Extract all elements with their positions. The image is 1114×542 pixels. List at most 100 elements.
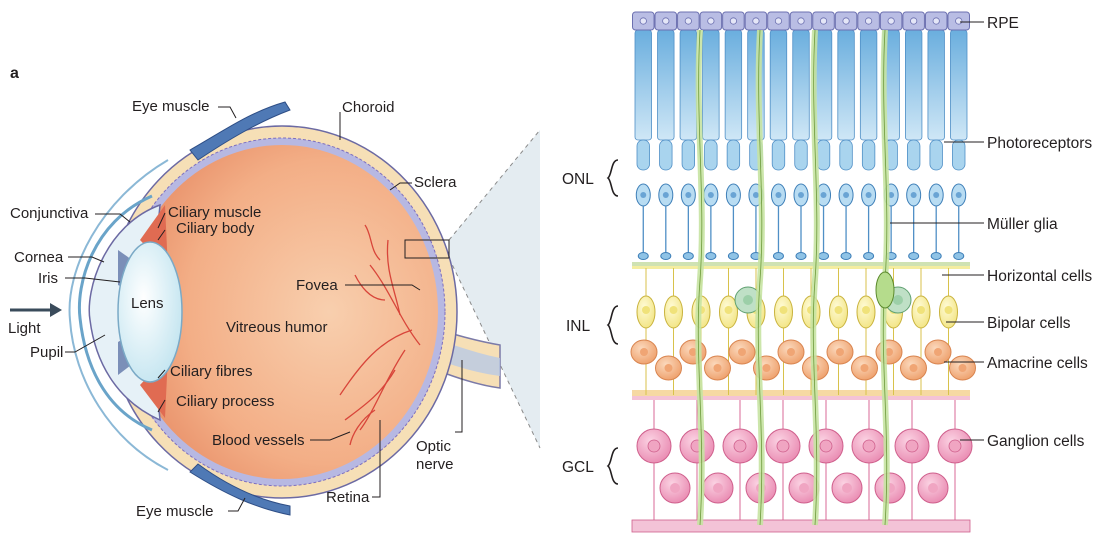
amacrine-nucleus bbox=[934, 348, 942, 356]
amacrine-nucleus bbox=[665, 364, 673, 372]
photoreceptor-inner-segment bbox=[660, 140, 673, 170]
photoreceptor-inner-segment bbox=[772, 140, 785, 170]
photoreceptor-outer-segment bbox=[658, 30, 675, 140]
label-photoreceptors: Photoreceptors bbox=[987, 135, 1092, 152]
zoom-cone bbox=[449, 130, 540, 448]
photoreceptor-inner-segment bbox=[682, 140, 695, 170]
photoreceptor-outer-segment bbox=[838, 30, 855, 140]
label-conjunctiva: Conjunctiva bbox=[10, 205, 89, 222]
label-retina: Retina bbox=[326, 489, 370, 506]
label-eye-muscle-top: Eye muscle bbox=[132, 98, 210, 115]
bipolar-nucleus bbox=[780, 306, 788, 314]
label-iris: Iris bbox=[38, 270, 58, 287]
lens bbox=[118, 242, 182, 382]
photoreceptor-nucleolus bbox=[663, 192, 669, 198]
photoreceptor-terminal bbox=[909, 253, 919, 260]
photoreceptor-outer-segment bbox=[815, 30, 832, 140]
label-sclera: Sclera bbox=[414, 174, 457, 191]
photoreceptor-nucleolus bbox=[640, 192, 646, 198]
photoreceptor-nucleolus bbox=[933, 192, 939, 198]
label-choroid: Choroid bbox=[342, 99, 395, 116]
ganglion-nucleus bbox=[648, 440, 660, 452]
label-ganglion-cells: Ganglion cells bbox=[987, 433, 1085, 450]
amacrine-nucleus bbox=[714, 364, 722, 372]
label-horizontal-cells: Horizontal cells bbox=[987, 268, 1092, 285]
bipolar-nucleus bbox=[862, 306, 870, 314]
photoreceptor-nucleolus bbox=[753, 192, 759, 198]
outer-plexiform-yellow bbox=[632, 266, 970, 269]
label-lens: Lens bbox=[131, 295, 164, 312]
retina-layers: ONL INL GCL RPE Photoreceptors Müller gl… bbox=[562, 10, 1092, 532]
photoreceptor-nucleolus bbox=[708, 192, 714, 198]
amacrine-nucleus bbox=[763, 364, 771, 372]
photoreceptor-nucleolus bbox=[866, 192, 872, 198]
panel-label: a bbox=[10, 65, 19, 82]
layer-braces bbox=[608, 160, 618, 484]
ganglion-nucleus bbox=[777, 440, 789, 452]
ganglion-nucleus bbox=[928, 483, 938, 493]
photoreceptor-inner-segment bbox=[705, 140, 718, 170]
ganglion-nucleus bbox=[670, 483, 680, 493]
bipolar-nucleus bbox=[917, 306, 925, 314]
retina-cell-art bbox=[631, 10, 976, 532]
label-ciliary-body: Ciliary body bbox=[176, 220, 255, 237]
photoreceptor-outer-segment bbox=[680, 30, 697, 140]
label-ciliary-fibres: Ciliary fibres bbox=[170, 363, 253, 380]
rpe-nucleus bbox=[888, 18, 894, 24]
ganglion-nucleus bbox=[820, 440, 832, 452]
horizontal-cell-nucleus bbox=[893, 295, 903, 305]
label-muller-glia: Müller glia bbox=[987, 216, 1058, 233]
rpe-nucleus bbox=[843, 18, 849, 24]
ganglion-nucleus bbox=[734, 440, 746, 452]
label-cornea: Cornea bbox=[14, 249, 64, 266]
ganglion-nucleus bbox=[713, 483, 723, 493]
photoreceptor-outer-segment bbox=[725, 30, 742, 140]
label-pupil: Pupil bbox=[30, 344, 63, 361]
label-optic-nerve-line1: Optic bbox=[416, 438, 452, 455]
horizontal-cell-nucleus bbox=[743, 295, 753, 305]
photoreceptor-terminal bbox=[819, 253, 829, 260]
photoreceptor-outer-segment bbox=[770, 30, 787, 140]
photoreceptor-outer-segment bbox=[860, 30, 877, 140]
photoreceptor-terminal bbox=[638, 253, 648, 260]
photoreceptor-outer-segment bbox=[635, 30, 652, 140]
amacrine-nucleus bbox=[861, 364, 869, 372]
label-vitreous-humor: Vitreous humor bbox=[226, 319, 327, 336]
photoreceptor-terminal bbox=[931, 253, 941, 260]
amacrine-nucleus bbox=[836, 348, 844, 356]
label-amacrine-cells: Amacrine cells bbox=[987, 355, 1088, 372]
ganglion-nucleus bbox=[799, 483, 809, 493]
amacrine-nucleus bbox=[910, 364, 918, 372]
rpe-nucleus bbox=[865, 18, 871, 24]
amacrine-nucleus bbox=[959, 364, 967, 372]
bipolar-nucleus bbox=[945, 306, 953, 314]
rpe-nucleus bbox=[956, 18, 962, 24]
label-fovea: Fovea bbox=[296, 277, 338, 294]
photoreceptor-outer-segment bbox=[905, 30, 922, 140]
light-arrow bbox=[10, 303, 62, 317]
nerve-fiber-layer bbox=[632, 520, 970, 532]
label-ciliary-process: Ciliary process bbox=[176, 393, 274, 410]
rpe-nucleus bbox=[910, 18, 916, 24]
label-bipolar-cells: Bipolar cells bbox=[987, 315, 1071, 332]
outer-plexiform-layer bbox=[632, 262, 970, 266]
photoreceptor-inner-segment bbox=[817, 140, 830, 170]
photoreceptor-nucleolus bbox=[911, 192, 917, 198]
rpe-nucleus bbox=[640, 18, 646, 24]
photoreceptor-outer-segment bbox=[950, 30, 967, 140]
photoreceptor-inner-segment bbox=[795, 140, 808, 170]
photoreceptor-nucleolus bbox=[775, 192, 781, 198]
photoreceptor-nucleolus bbox=[685, 192, 691, 198]
photoreceptor-nucleolus bbox=[821, 192, 827, 198]
inner-plexiform-pink bbox=[632, 396, 970, 400]
photoreceptor-terminal bbox=[773, 253, 783, 260]
photoreceptor-inner-segment bbox=[840, 140, 853, 170]
photoreceptor-nucleolus bbox=[956, 192, 962, 198]
photoreceptor-terminal bbox=[796, 253, 806, 260]
bipolar-nucleus bbox=[835, 306, 843, 314]
label-optic-nerve-line2: nerve bbox=[416, 456, 454, 473]
ganglion-nucleus bbox=[863, 440, 875, 452]
amacrine-nucleus bbox=[640, 348, 648, 356]
label-eye-muscle-bottom: Eye muscle bbox=[136, 503, 214, 520]
